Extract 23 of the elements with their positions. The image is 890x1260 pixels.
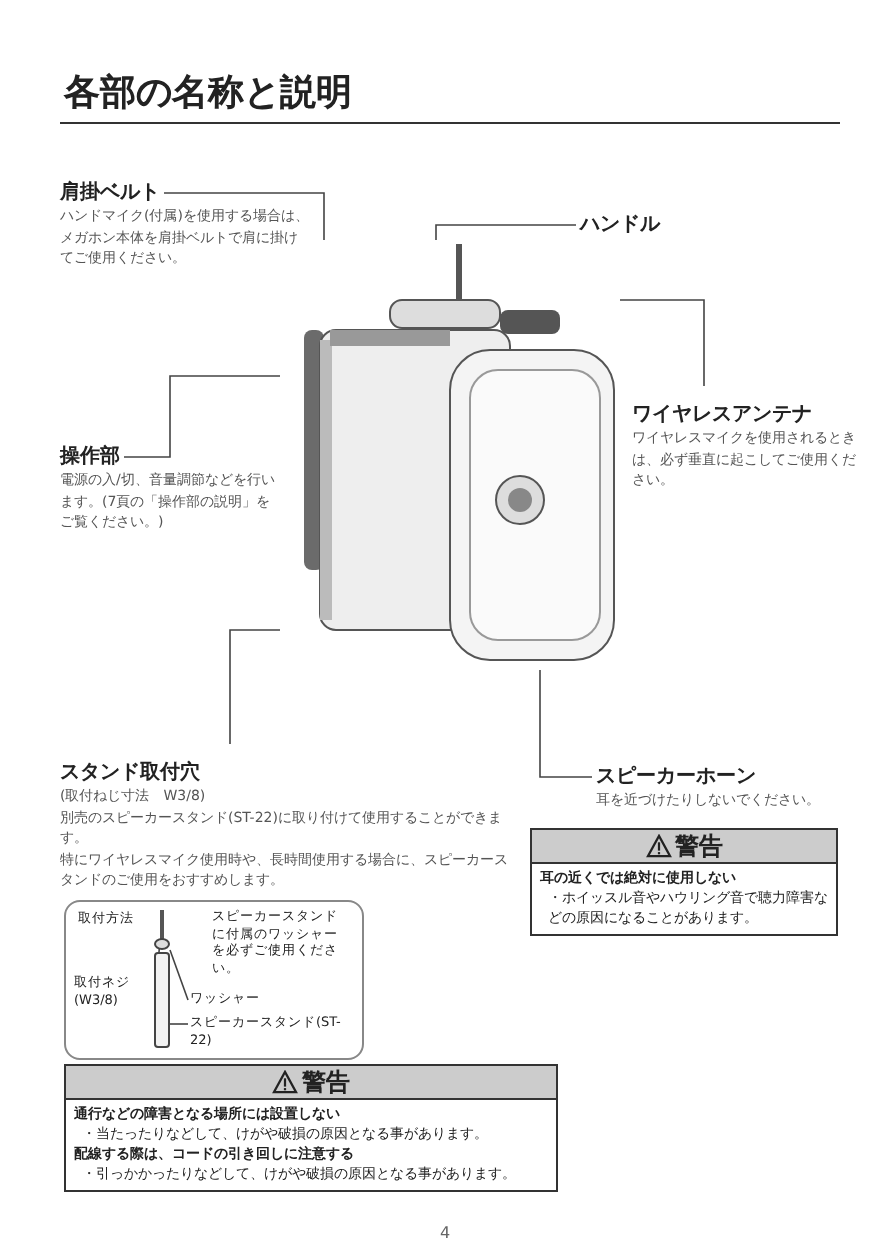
leader-line — [169, 1023, 189, 1025]
leader-line — [229, 629, 281, 745]
page-title: 各部の名称と説明 — [64, 72, 352, 116]
leader-line — [619, 299, 705, 387]
warning-heading: 警告 — [302, 1065, 350, 1099]
warning-box — [530, 828, 838, 936]
leader-line — [539, 669, 593, 778]
leader-line — [435, 224, 577, 241]
warning-heading: 警告 — [675, 829, 723, 863]
callout-heading: スタンド取付穴 — [60, 760, 200, 786]
inset-panel — [64, 900, 364, 1060]
warning-box — [64, 1064, 558, 1192]
callout-heading: 肩掛ベルト — [60, 180, 160, 206]
leader-line — [169, 949, 189, 1001]
leader-line — [163, 192, 325, 241]
stand-pole — [154, 952, 170, 1048]
callout-heading: ワイヤレスアンテナ — [632, 402, 812, 428]
washer — [154, 938, 170, 950]
page-number: 4 — [437, 1224, 453, 1242]
callout-heading: スピーカーホーン — [596, 764, 756, 790]
leader-line — [123, 375, 281, 458]
callout-heading: 操作部 — [60, 444, 120, 470]
callout-heading: ハンドル — [580, 212, 660, 238]
